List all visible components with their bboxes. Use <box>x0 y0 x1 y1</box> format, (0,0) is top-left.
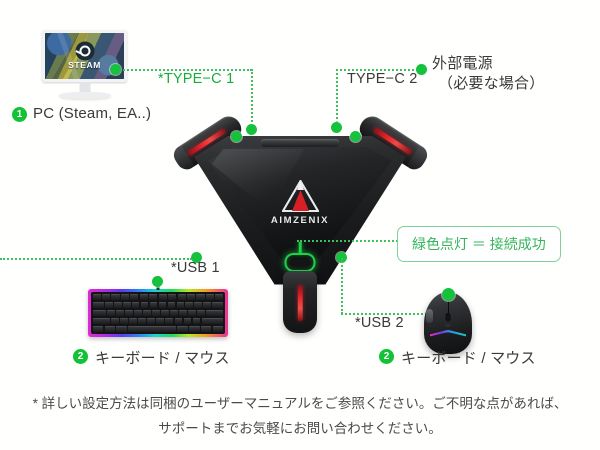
label-keyboard-mouse-left: キーボード / マウス <box>95 350 230 367</box>
port-node-keyboard <box>152 276 163 287</box>
hub-connector-stem <box>283 271 317 333</box>
connector-power-horizontal <box>336 69 422 71</box>
steam-logo-icon <box>75 41 94 61</box>
port-node-external-power <box>416 64 427 75</box>
hub-stem-led <box>297 285 303 321</box>
port-node-hub-top-right <box>350 131 361 142</box>
mouse-scroll-wheel <box>445 313 451 321</box>
port-node-type-c-1 <box>246 124 257 135</box>
port-node-mouse <box>442 288 455 301</box>
pc-label: PC (Steam, EA..) <box>33 105 152 122</box>
monitor-screen: STEAM <box>45 33 124 79</box>
connector-usb2-horizontal <box>341 313 459 315</box>
hub-body: AIMZENIX <box>194 136 406 286</box>
footer-note-line1: * 詳しい設定方法は同梱のユーザーマニュアルをご参照ください。ご不明な点があれば… <box>32 396 568 411</box>
label-usb-2: *USB 2 <box>355 315 404 331</box>
mouse-illustration <box>424 292 472 354</box>
monitor-frame: STEAM <box>42 30 127 82</box>
connector-pc-horizontal <box>116 69 252 71</box>
connector-led-horizontal <box>297 240 413 242</box>
brand-wordmark: AIMZENIX <box>270 215 330 226</box>
footer-note-line2: サポートまでお気軽にお問い合わせください。 <box>158 421 442 436</box>
triangle-logo-icon <box>281 180 319 212</box>
label-keyboard-mouse-right: キーボード / マウス <box>401 350 536 367</box>
label-type-c-2: TYPE−C 2 <box>347 71 418 87</box>
connector-power-vertical <box>336 69 338 127</box>
monitor-stand-neck <box>79 82 90 93</box>
label-type-c-1: *TYPE−C 1 <box>158 71 235 87</box>
connector-pc-vertical <box>251 69 253 129</box>
steam-wordmark: STEAM <box>68 60 101 70</box>
step-badge-1-pc: 1 <box>12 107 27 122</box>
led-stem <box>298 242 302 254</box>
label-usb-1: *USB 1 <box>171 260 220 276</box>
monitor-stand-base <box>58 92 111 99</box>
keyboard-illustration <box>88 276 228 337</box>
label-external-power-line1: 外部電源 <box>432 55 493 72</box>
brand-logo: AIMZENIX <box>270 180 330 226</box>
status-badge-led: 緑色点灯 ＝ 接続成功 <box>397 226 561 262</box>
connector-usb1-horizontal <box>0 258 192 260</box>
step-badge-2-keyboard-right: 2 <box>379 349 394 364</box>
hub-top-slot <box>261 139 339 147</box>
port-node-type-c-2 <box>331 122 342 133</box>
port-node-usb-2 <box>336 252 347 263</box>
port-node-pc <box>110 64 121 75</box>
green-led-indicator <box>284 253 316 272</box>
connector-usb2-vertical <box>341 258 343 314</box>
mouse-side-button <box>426 309 433 323</box>
port-node-usb-1 <box>191 252 202 263</box>
pc-monitor-illustration: STEAM <box>42 30 127 100</box>
port-node-hub-top-left <box>231 131 242 142</box>
label-external-power-line2: （必要な場合） <box>438 75 545 92</box>
step-badge-2-keyboard-left: 2 <box>73 349 88 364</box>
